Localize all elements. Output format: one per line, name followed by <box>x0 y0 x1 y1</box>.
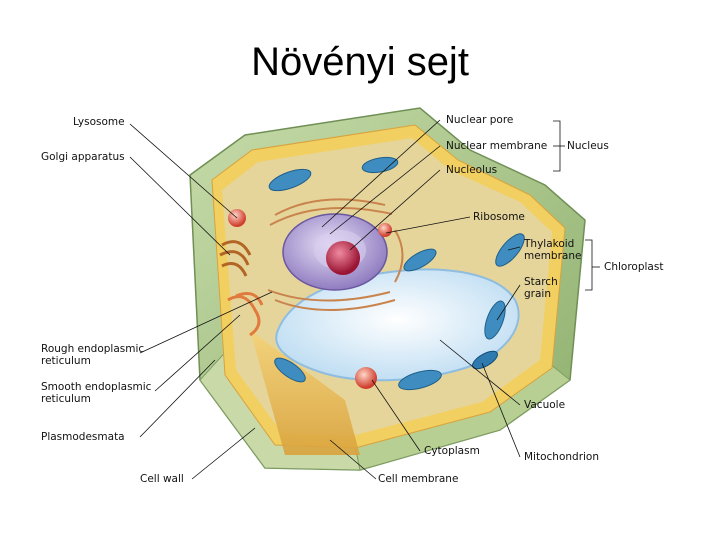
label-chloroplast: Chloroplast <box>604 261 664 273</box>
label-lysosome: Lysosome <box>73 116 125 128</box>
label-vacuole: Vacuole <box>524 399 566 411</box>
label-nuclear-pore: Nuclear pore <box>446 114 514 126</box>
label-nucleus: Nucleus <box>567 140 609 152</box>
golgi-apparatus <box>219 240 252 277</box>
leader-lines <box>129 119 600 480</box>
rough-er <box>267 198 404 311</box>
label-ribosome: Ribosome <box>473 211 525 223</box>
label-plasmodesmata: Plasmodesmata <box>41 431 125 443</box>
nucleus <box>282 213 388 291</box>
label-cell-wall: Cell wall <box>140 473 184 485</box>
smooth-er <box>227 292 264 337</box>
label-nucleolus: Nucleolus <box>446 164 498 176</box>
page-title: Növényi sejt <box>251 40 469 84</box>
nucleolus <box>326 241 360 275</box>
label-rough-er: Rough endoplasmic reticulum <box>41 343 145 367</box>
label-mitochondrion: Mitochondrion <box>524 451 600 463</box>
label-cell-membrane: Cell membrane <box>378 473 459 485</box>
label-starch: Starch grain <box>524 276 558 300</box>
label-smooth-er: Smooth endoplasmic reticulum <box>41 381 152 405</box>
label-thylakoid: Thylakoid membrane <box>524 238 582 262</box>
label-golgi: Golgi apparatus <box>41 151 125 163</box>
chloroplasts <box>268 156 525 391</box>
label-nuclear-membrane: Nuclear membrane <box>446 140 548 152</box>
label-cytoplasm: Cytoplasm <box>424 445 480 457</box>
